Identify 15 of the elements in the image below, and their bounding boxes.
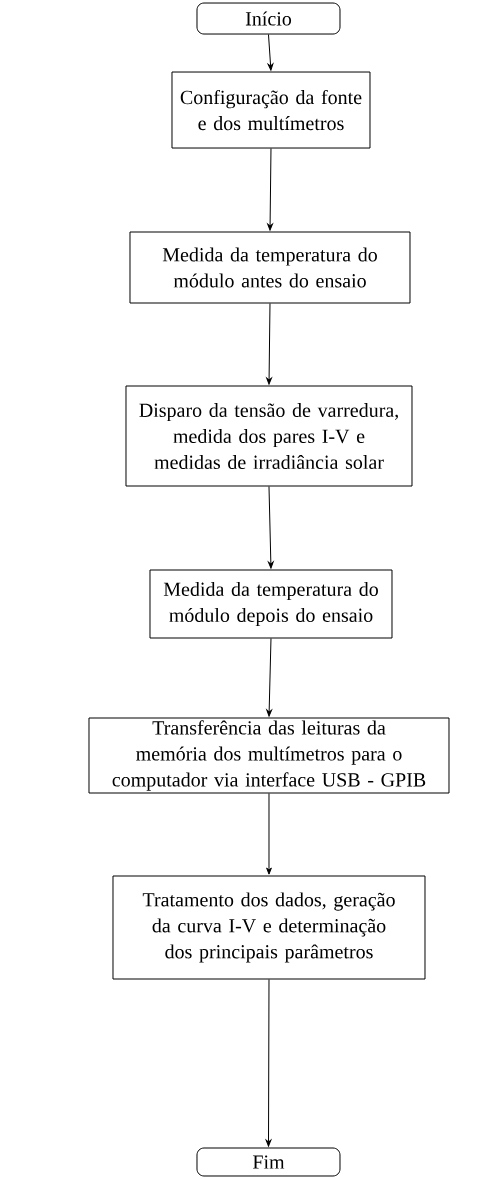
process-box: Medida da temperatura do módulo depois do ensaio — [149, 569, 393, 639]
process-box: Transferência das leituras da memória dos multímetros para o computador via interface USB - GPIB — [88, 717, 450, 794]
process-box: Disparo da tensão de varredura, medida dos pares I-V e medidas de irradiância solar — [125, 385, 413, 487]
arrow — [266, 638, 273, 717]
arrow — [267, 148, 273, 231]
terminal-box: Início — [196, 2, 341, 35]
terminal-box: Fim — [196, 1147, 341, 1177]
process-box: Configuração da fonte e dos multímetros — [171, 71, 371, 149]
arrow — [266, 793, 272, 875]
process-box: Medida da temperatura do módulo antes do ensaio — [129, 231, 411, 304]
arrow — [265, 979, 272, 1147]
arrow — [267, 486, 274, 569]
process-box: Tratamento dos dados, geração da curva I-V e determinação dos principais parâmetros — [112, 875, 426, 980]
arrow — [266, 303, 272, 385]
arrow — [267, 34, 274, 71]
